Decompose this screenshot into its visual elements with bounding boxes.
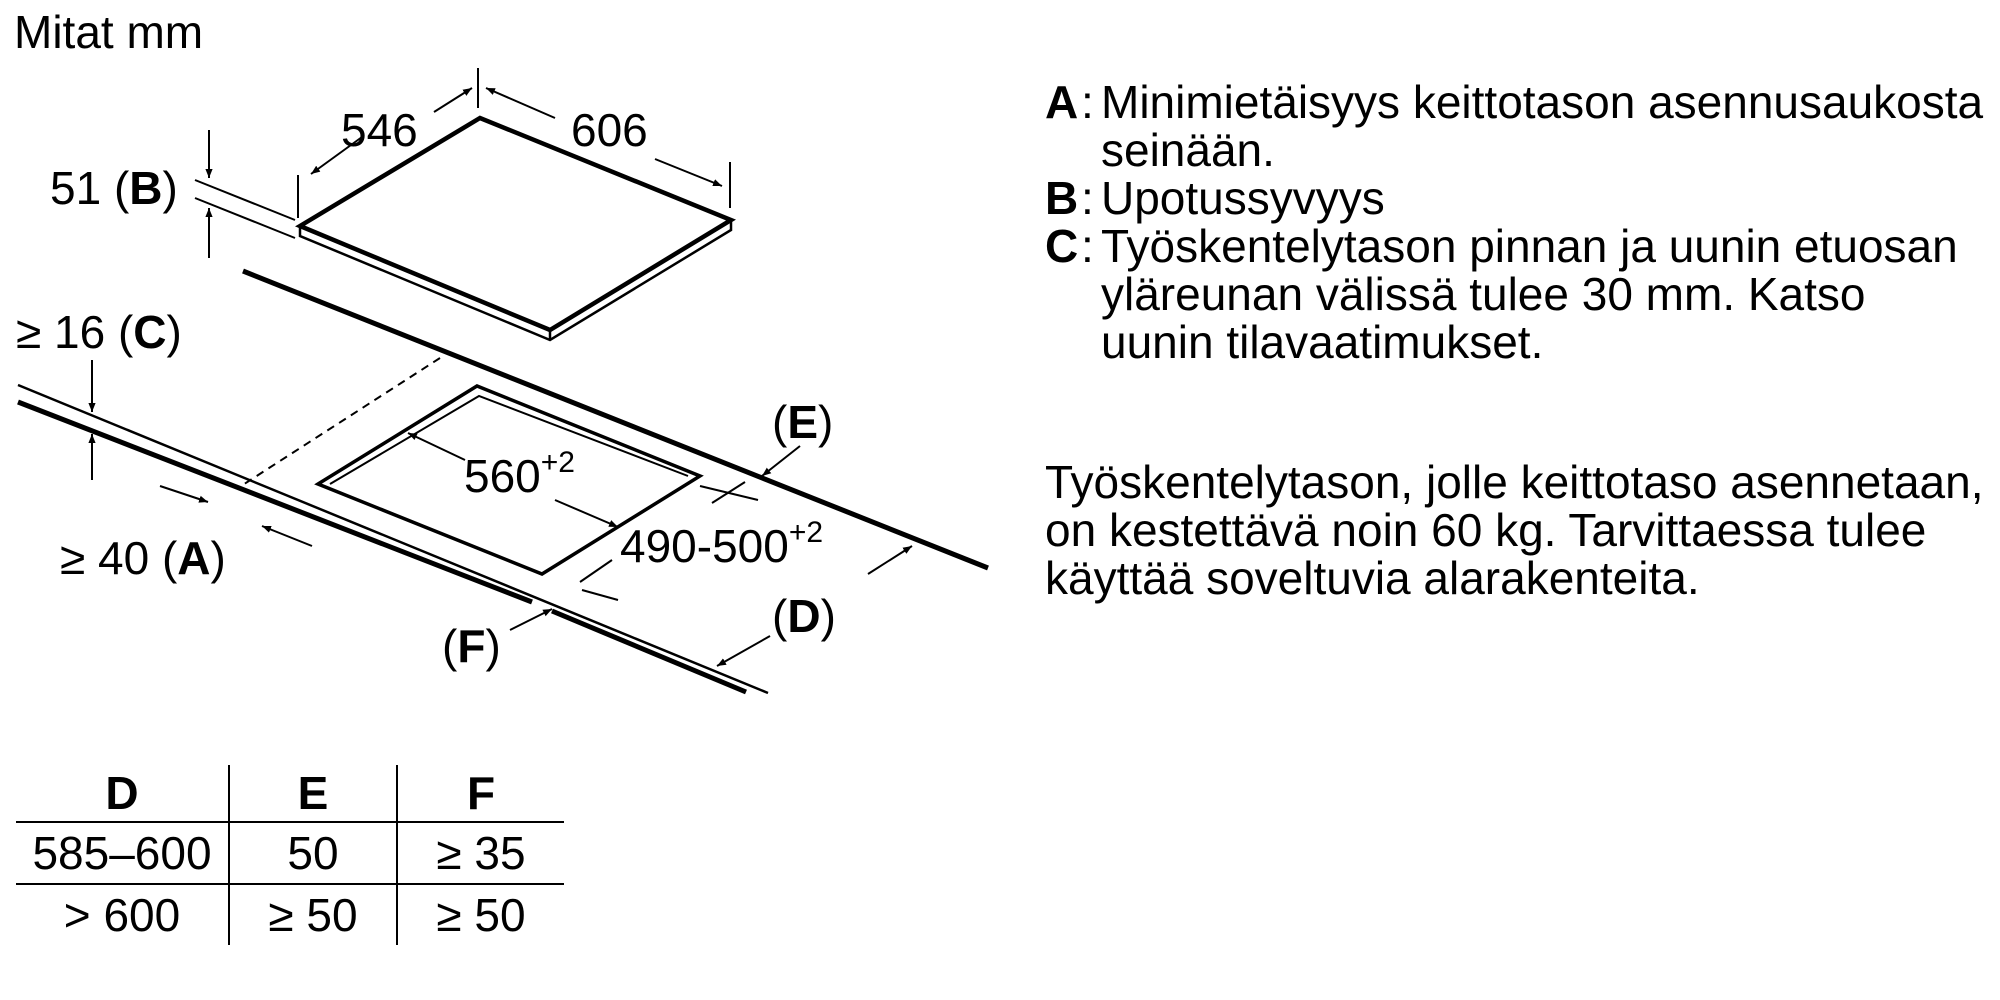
note-text: Työskentelytason pinnan ja uunin etuosan… (1101, 220, 1958, 368)
dim-c-label: ≥ 16 (C) (16, 306, 182, 358)
diagram-title: Mitat mm (14, 6, 203, 58)
cutout-dimensions (407, 432, 759, 601)
dim-b-label: 51 (B) (50, 162, 178, 214)
dim-546-label: 546 (341, 104, 418, 156)
cutout-drawing (314, 384, 704, 576)
table-cell: ≥ 35 (397, 822, 564, 885)
worktop-drawing (17, 268, 989, 695)
dim-606-label: 606 (571, 104, 648, 156)
dim-d-label: (D) (772, 590, 836, 642)
dim-e-lines (761, 445, 801, 477)
table-cell: > 600 (16, 884, 230, 945)
table-cell: 50 (229, 822, 398, 885)
table-row: > 600 ≥ 50 ≥ 50 (16, 884, 564, 945)
note-c: C:Työskentelytason pinnan ja uunin etuos… (1045, 222, 1985, 366)
dim-d-lines (716, 545, 913, 667)
dim-a-label: ≥ 40 (A) (60, 532, 226, 584)
table-row: 585–600 50 ≥ 35 (16, 822, 564, 885)
note-colon: : (1081, 220, 1094, 272)
note-key: A (1045, 76, 1079, 128)
table-header-cell: D (16, 765, 230, 823)
note-key: B (1045, 172, 1079, 224)
note-colon: : (1081, 172, 1094, 224)
cutout-width-label: 560+2 (464, 446, 575, 502)
table-cell: 585–600 (16, 822, 230, 885)
note-text: Minimietäisyys keittotason asennusaukost… (1101, 76, 1984, 176)
cutout-depth-label: 490-500+2 (620, 516, 823, 572)
clearance-table: D E F 585–600 50 ≥ 35 > 600 ≥ 50 ≥ 50 (16, 765, 564, 945)
dim-a-lines (159, 485, 313, 547)
dim-b-lines (194, 130, 296, 258)
table-header-row: D E F (16, 765, 564, 823)
dim-f-lines (509, 608, 553, 631)
hob-dimensions (297, 68, 731, 218)
table-header-cell: E (229, 765, 398, 823)
weight-note: Työskentelytason, jolle keittotaso asenn… (1045, 458, 1985, 602)
note-a: A:Minimietäisyys keittotason asennusauko… (1045, 78, 1985, 174)
dim-f-label: (F) (442, 620, 501, 672)
table-cell: ≥ 50 (229, 884, 398, 945)
hob-drawing (295, 115, 736, 342)
note-b: B:Upotussyvyys (1045, 174, 1985, 222)
note-colon: : (1081, 76, 1094, 128)
note-text: Upotussyvyys (1101, 172, 1385, 224)
legend-notes: A:Minimietäisyys keittotason asennusauko… (1045, 78, 1985, 366)
table-cell: ≥ 50 (436, 889, 526, 941)
table-header-cell: F (397, 765, 564, 823)
dim-e-label: (E) (772, 396, 833, 448)
note-key: C (1045, 220, 1079, 272)
weight-note-text: Työskentelytason, jolle keittotaso asenn… (1045, 456, 1984, 604)
